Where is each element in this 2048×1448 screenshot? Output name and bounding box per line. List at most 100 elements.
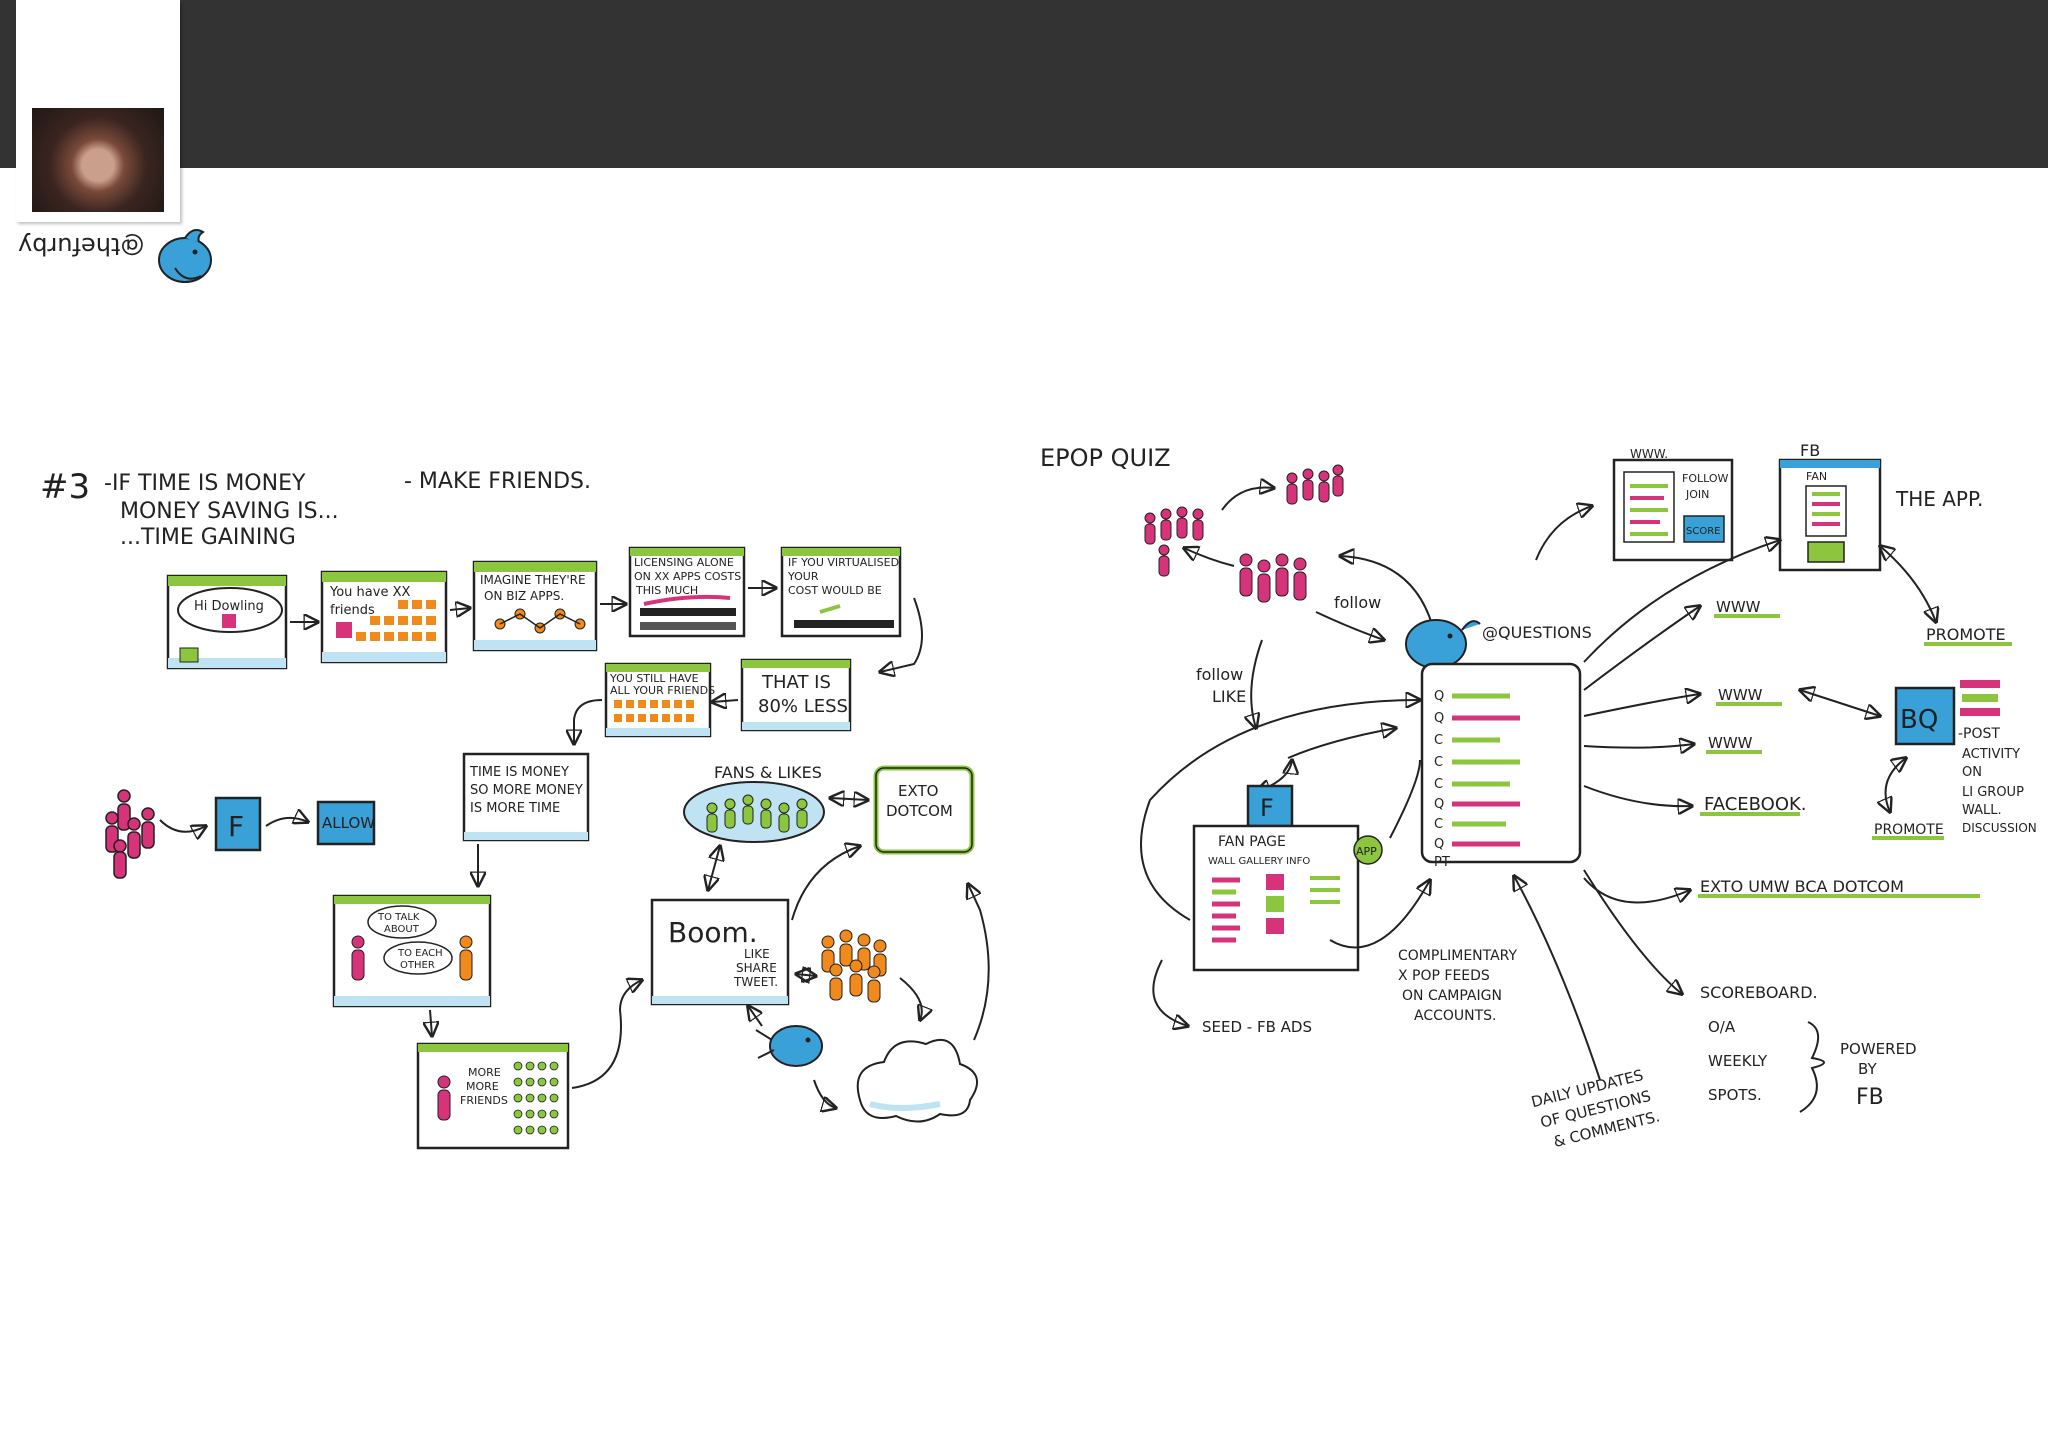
feed-mark-8: Q [1434, 837, 1444, 852]
fan-small-label: FAN [1806, 470, 1827, 483]
screen-hi: Hi Dowling [166, 574, 288, 670]
follow-label-1: follow [1334, 593, 1381, 612]
f-letter-left: F [228, 810, 244, 843]
score-label: SCORE [1686, 526, 1720, 537]
twitter-bird-sketch-right [1405, 619, 1481, 669]
screen5-line-2: YOUR [787, 570, 819, 583]
top-bar [0, 0, 2048, 168]
left-storyboard: #3 -IF TIME IS MONEY MONEY SAVING IS... … [40, 467, 990, 1150]
browser-follow-join: WWW. FOLLOW JOIN SCORE [1612, 447, 1734, 562]
bubble1-line-2: ABOUT [384, 924, 420, 935]
feed-mark-3: C [1434, 733, 1443, 748]
cloud-icon [856, 1039, 979, 1123]
more-friends-line-3: FRIENDS [460, 1094, 508, 1107]
screen4-line-1: LICENSING ALONE [634, 556, 734, 569]
screen-time-is-money: TIME IS MONEY SO MORE MONEY IS MORE TIME [462, 752, 590, 842]
boom-screen: Boom. LIKE SHARE TWEET. [650, 898, 790, 1006]
screen-friends-count: You have XX friends [320, 570, 448, 664]
exto-url-label: EXTO UMW BCA DOTCOM [1700, 877, 1904, 896]
screen-still-have-friends: YOU STILL HAVE ALL YOUR FRIENDS [604, 662, 715, 738]
fb-app-label: FB [1800, 441, 1820, 460]
screen5-line-3: COST WOULD BE [788, 584, 882, 597]
bubble1-line-1: TO TALK [377, 912, 420, 923]
screen-licensing: LICENSING ALONE ON XX APPS COSTS THIS MU… [628, 546, 746, 638]
screen3-line-2: ON BIZ APPS. [484, 589, 564, 603]
app-badge-label: APP [1356, 845, 1377, 858]
follow-join-line-1: FOLLOW [1682, 472, 1729, 485]
boom-text: Boom. [668, 916, 758, 949]
complimentary-line-1: COMPLIMENTARY [1398, 948, 1518, 964]
twitter-bird-icon [158, 229, 212, 283]
feed-mark-5: C [1434, 777, 1443, 792]
screen6-line-2: 80% LESS [758, 696, 848, 717]
www-label-1: WWW [1716, 598, 1761, 616]
f-letter-right: F [1260, 794, 1274, 822]
screen-80-percent: THAT IS 80% LESS [740, 658, 852, 732]
weekly-label: WEEKLY [1708, 1052, 1768, 1070]
people-group-left [105, 789, 155, 879]
bubble2-line-1: TO EACH [397, 948, 443, 959]
the-app-label: THE APP. [1895, 487, 1983, 511]
allow-label: ALLOW [322, 814, 375, 832]
title-line-2: MONEY SAVING IS... [120, 499, 339, 524]
feed-mark-1: Q [1434, 689, 1444, 704]
questions-handle: @QUESTIONS [1482, 623, 1592, 642]
complimentary-line-2: X POP FEEDS [1398, 968, 1490, 984]
spots-label: SPOTS. [1708, 1086, 1762, 1104]
screen-more-friends: MORE MORE FRIENDS [416, 1042, 570, 1150]
people-group-b [1286, 464, 1344, 505]
complimentary-line-3: ON CAMPAIGN [1402, 988, 1502, 1004]
fan-page: F FAN PAGE WALL GALLERY INFO APP [1192, 784, 1383, 972]
title-number: #3 [40, 467, 90, 507]
complimentary-line-4: ACCOUNTS. [1414, 1008, 1497, 1024]
screen7-line-1: YOU STILL HAVE [609, 672, 699, 685]
screen2-line-1: You have XX [329, 585, 410, 600]
exto-line-2: DOTCOM [886, 802, 953, 820]
boom-sub-1: LIKE [744, 947, 770, 961]
oa-label: O/A [1708, 1018, 1736, 1036]
post-line-3: ON [1962, 765, 1982, 780]
screen8-line-1: TIME IS MONEY [469, 765, 569, 780]
questions-feed: Q Q C C C Q C Q PT [1420, 662, 1582, 870]
make-friends-text: - MAKE FRIENDS. [404, 469, 591, 494]
title-line-3: ...TIME GAINING [120, 525, 296, 550]
exto-dotcom-box-left: EXTO DOTCOM [873, 765, 975, 855]
fan-page-label: FAN PAGE [1218, 834, 1286, 850]
allow-button-sketch: ALLOW [316, 800, 376, 846]
feed-mark-7: C [1434, 817, 1443, 832]
www-top-label: WWW. [1630, 447, 1668, 461]
profile-card [16, 0, 180, 222]
promote-label-2: PROMOTE [1874, 822, 1944, 838]
screen4-line-3: THIS MUCH [635, 584, 698, 597]
boom-sub-3: TWEET. [733, 975, 778, 989]
promote-label-1: PROMOTE [1926, 625, 2006, 644]
post-line-4: LI GROUP [1962, 785, 2024, 800]
post-line-6: DISCUSSION [1962, 821, 2037, 835]
avatar[interactable] [32, 108, 164, 212]
bubble2-line-2: OTHER [400, 960, 435, 971]
follow-join-line-2: JOIN [1685, 488, 1709, 501]
screen3-line-1: IMAGINE THEY'RE [480, 573, 586, 587]
screen-talk-each-other: TO TALK ABOUT TO EACH OTHER [332, 894, 492, 1008]
bq-label: BQ [1900, 705, 1938, 735]
fans-likes-label: FANS & LIKES [714, 763, 822, 782]
exto-line-1: EXTO [898, 782, 938, 800]
people-group-a [1144, 506, 1204, 577]
screen1-text: Hi Dowling [194, 599, 264, 614]
screen-biz-apps: IMAGINE THEY'RE ON BIZ APPS. [472, 560, 598, 652]
screen4-line-2: ON XX APPS COSTS [634, 570, 741, 583]
people-group-c [1239, 553, 1307, 603]
like-label: LIKE [1212, 687, 1246, 706]
screen8-line-3: IS MORE TIME [470, 801, 560, 816]
screen6-line-1: THAT IS [761, 672, 831, 693]
facebook-f-box-left: F [214, 796, 262, 852]
seed-label: SEED - FB ADS [1202, 1018, 1312, 1036]
by-label: BY [1858, 1060, 1877, 1078]
www-label-2: WWW [1718, 686, 1763, 704]
title-line-1: -IF TIME IS MONEY [104, 471, 306, 496]
facebook-label: FACEBOOK. [1704, 794, 1807, 815]
feed-mark-4: C [1434, 755, 1443, 770]
screen7-line-2: ALL YOUR FRIENDS [610, 684, 715, 697]
fan-page-tabs: WALL GALLERY INFO [1208, 856, 1310, 867]
feed-mark-9: PT [1434, 855, 1450, 870]
